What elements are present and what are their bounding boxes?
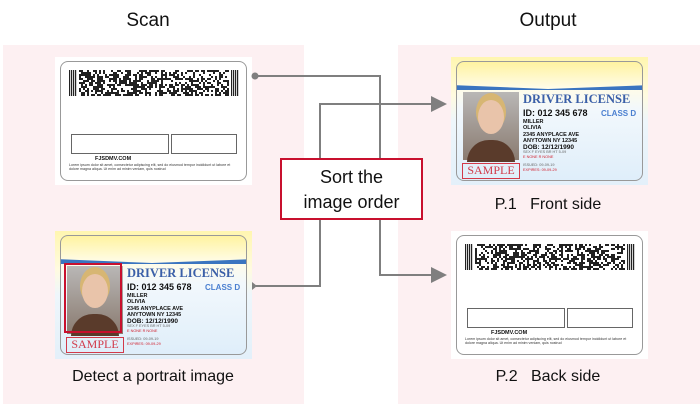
license-back: FJSDMV.COM Lorem ipsum dolor sit amet, c… bbox=[456, 235, 643, 355]
portrait-photo bbox=[67, 266, 123, 336]
license-class: CLASS D bbox=[601, 109, 637, 118]
license-back: FJSDMV.COM Lorem ipsum dolor sit amet, c… bbox=[60, 61, 247, 181]
sample-stamp: SAMPLE bbox=[462, 163, 520, 179]
signature-boxes bbox=[71, 134, 237, 154]
connector-back-out bbox=[379, 220, 447, 283]
scan-front-caption: Detect a portrait image bbox=[72, 368, 234, 385]
scan-front-image: SAMPLE DRIVER LICENSE ID: 012 345 678 CL… bbox=[55, 231, 252, 359]
site-text: FJSDMV.COM bbox=[95, 156, 132, 162]
connector-back-in bbox=[255, 75, 381, 158]
fine-print: Lorem ipsum dolor sit amet, consectetur … bbox=[465, 337, 627, 346]
portrait-detection-box bbox=[64, 263, 122, 333]
connector-front-in bbox=[256, 220, 321, 287]
license-class: CLASS D bbox=[205, 283, 241, 292]
portrait-photo bbox=[463, 92, 519, 162]
connector-tip bbox=[252, 282, 257, 290]
barcode bbox=[69, 70, 239, 96]
license-title: DRIVER LICENSE bbox=[523, 92, 631, 106]
license-front: SAMPLE DRIVER LICENSE ID: 012 345 678 CL… bbox=[456, 61, 643, 181]
fine-print: Lorem ipsum dolor sit amet, consectetur … bbox=[69, 163, 231, 172]
site-text: FJSDMV.COM bbox=[491, 330, 528, 336]
connector-front-out bbox=[319, 96, 447, 158]
license-front: SAMPLE DRIVER LICENSE ID: 012 345 678 CL… bbox=[60, 235, 247, 355]
license-id: ID: 012 345 678 bbox=[127, 282, 192, 292]
license-title: DRIVER LICENSE bbox=[127, 266, 235, 280]
output-p1-caption: P.1 Front side bbox=[494, 196, 602, 213]
scan-back-image: FJSDMV.COM Lorem ipsum dolor sit amet, c… bbox=[55, 57, 252, 185]
sample-stamp: SAMPLE bbox=[66, 337, 124, 353]
scan-header: Scan bbox=[126, 10, 170, 31]
signature-boxes bbox=[467, 308, 633, 328]
license-id: ID: 012 345 678 bbox=[523, 108, 588, 118]
output-front-image: SAMPLE DRIVER LICENSE ID: 012 345 678 CL… bbox=[451, 57, 648, 185]
barcode bbox=[465, 244, 635, 270]
output-header: Output bbox=[519, 10, 577, 31]
output-p2-caption: P.2 Back side bbox=[495, 368, 601, 385]
output-back-image: FJSDMV.COM Lorem ipsum dolor sit amet, c… bbox=[451, 231, 648, 359]
